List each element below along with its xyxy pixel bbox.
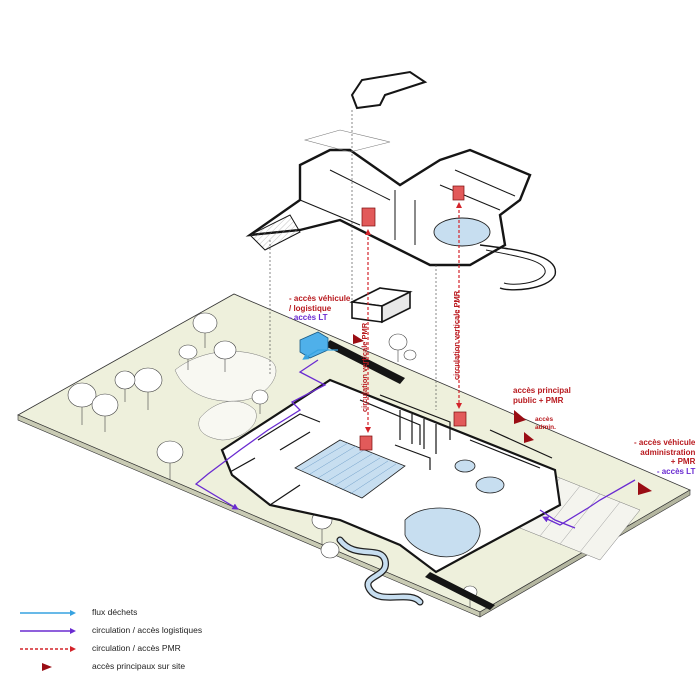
access-marker-main (514, 410, 526, 424)
access-markers (353, 334, 652, 495)
label-line: / logistique (289, 303, 332, 313)
legend: flux déchets circulation / accès logisti… (14, 604, 274, 676)
label-main-access: accès principal public + PMR (513, 386, 571, 405)
label-line: admin. (535, 423, 556, 431)
pmr-vertical-circulation (365, 202, 462, 433)
red-dashed-arrow-icon (20, 646, 76, 652)
label-line: + PMR (670, 457, 696, 466)
label-vertical-circulation-right: circulation verticale PMR (452, 290, 461, 380)
blue-arrow-icon (20, 610, 76, 616)
label-line: - accès véhicule (289, 294, 351, 303)
ground-floor-plan (220, 331, 562, 610)
label-admin-access: accès admin. (535, 416, 556, 431)
upper-floor-plan (245, 70, 556, 291)
label-line: public + PMR (513, 395, 564, 405)
label-line: accès principal (513, 386, 571, 395)
projection-lines (269, 110, 437, 410)
legend-label: flux déchets (92, 607, 138, 617)
label-vehicle-logistics: - accès véhicule / logistique - accès LT (289, 294, 350, 323)
floating-module (349, 287, 413, 324)
logistics-circulation (194, 359, 636, 529)
label-vertical-circulation-left: circulation verticale PMR (360, 322, 369, 412)
legend-item-waste: flux déchets (14, 604, 274, 622)
label-lt-access: - accès LT (656, 466, 696, 476)
legend-label: accès principaux sur site (92, 661, 186, 671)
purple-arrow-icon (20, 628, 76, 634)
label-vehicle-admin: - accès véhicule administration + PMR - … (634, 438, 695, 476)
meander-water-fill (337, 537, 423, 605)
legend-item-main-access: accès principaux sur site (14, 658, 274, 676)
access-marker-logistics (353, 334, 364, 344)
waste-flow (302, 349, 338, 360)
site-trees (67, 312, 531, 608)
access-marker-admin (524, 432, 534, 443)
red-flag-marker-icon (42, 663, 52, 671)
label-lt-access: - accès LT (289, 313, 328, 322)
access-marker-vehicle-admin (638, 482, 652, 495)
label-line: - accès véhicule (634, 438, 696, 447)
label-line: accès (535, 416, 554, 423)
legend-item-logistics: circulation / accès logistiques (14, 622, 274, 640)
legend-label: circulation / accès PMR (92, 643, 181, 653)
legend-item-pmr: circulation / accès PMR (14, 640, 274, 658)
legend-label: circulation / accès logistiques (92, 625, 203, 635)
label-line: administration (640, 447, 696, 457)
